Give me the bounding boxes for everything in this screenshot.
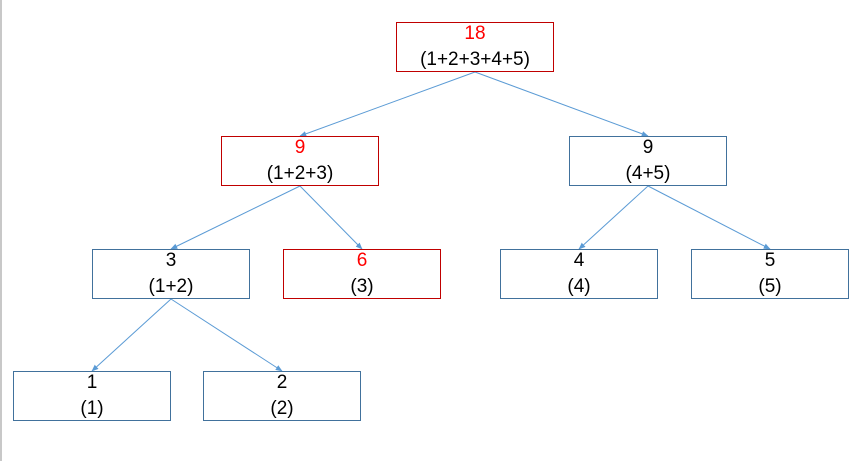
node-expression: (1+2+3) — [266, 163, 334, 184]
node-value: 5 — [764, 250, 776, 271]
node-value: 9 — [642, 137, 654, 158]
node-value: 1 — [86, 372, 98, 393]
node-value: 2 — [276, 372, 288, 393]
tree-node-root: 18 (1+2+3+4+5) — [396, 22, 554, 72]
node-expression: (4) — [567, 276, 591, 297]
edge-root-n9a — [299, 71, 476, 137]
tree-node-right-left: 4 (4) — [500, 249, 658, 299]
node-expression: (1+2+3+4+5) — [420, 49, 530, 70]
node-expression: (1) — [80, 398, 104, 419]
node-expression: (1+2) — [148, 276, 194, 297]
edge-n9a-n3 — [170, 185, 301, 250]
edge-n3-n1 — [91, 298, 172, 372]
node-expression: (2) — [270, 398, 294, 419]
tree-node-left-left: 3 (1+2) — [92, 249, 250, 299]
node-expression: (4+5) — [625, 163, 671, 184]
tree-node-left-right: 6 (3) — [283, 249, 441, 299]
edge-n3-n2 — [170, 298, 283, 372]
tree-node-left: 9 (1+2+3) — [221, 136, 379, 186]
tree-node-leaf-1: 1 (1) — [13, 371, 171, 421]
left-border — [0, 0, 2, 461]
edge-root-n9b — [474, 71, 649, 137]
node-value: 18 — [464, 23, 486, 44]
node-value: 6 — [356, 250, 368, 271]
edge-n9b-n5 — [647, 185, 771, 250]
node-value: 4 — [573, 250, 585, 271]
node-value: 3 — [165, 250, 177, 271]
node-expression: (5) — [758, 276, 782, 297]
tree-node-right: 9 (4+5) — [569, 136, 727, 186]
edge-n9b-n4 — [578, 185, 649, 250]
node-value: 9 — [294, 137, 306, 158]
tree-node-leaf-2: 2 (2) — [203, 371, 361, 421]
tree-node-right-right: 5 (5) — [691, 249, 849, 299]
node-expression: (3) — [350, 276, 374, 297]
edge-n9a-n6 — [299, 185, 363, 250]
